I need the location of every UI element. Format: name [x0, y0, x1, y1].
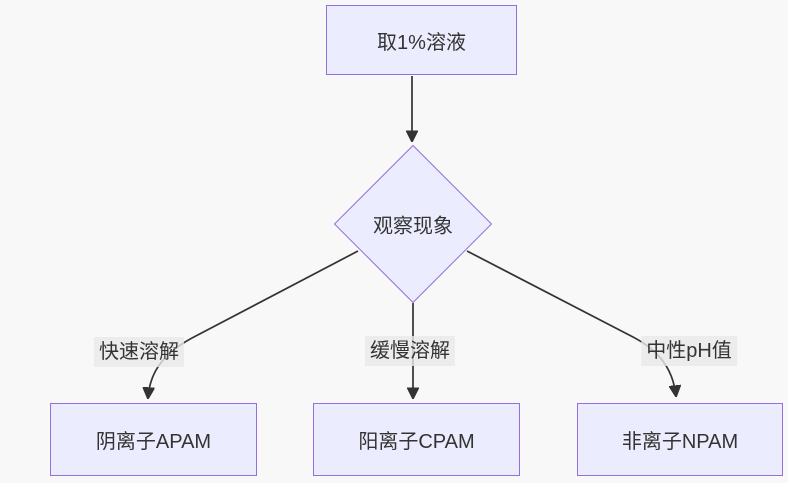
- node-decision: 观察现象: [333, 144, 493, 304]
- node-result-npam-label: 非离子NPAM: [621, 431, 739, 453]
- edge-label-neutral-ph: 中性pH值: [641, 336, 737, 366]
- node-result-cpam: 阳离子CPAM: [313, 403, 520, 476]
- edge-decision-to-result-a: [148, 250, 359, 398]
- edge-decision-to-result-c: [466, 250, 676, 396]
- node-start: 取1%溶液: [326, 5, 517, 75]
- node-start-label: 取1%溶液: [377, 31, 466, 54]
- node-result-npam: 非离子NPAM: [577, 403, 783, 476]
- edge-label-fast-dissolve: 快速溶解: [94, 337, 184, 367]
- node-result-apam: 阴离子APAM: [50, 403, 257, 476]
- node-result-cpam-label: 阳离子CPAM: [358, 431, 475, 453]
- node-result-apam-label: 阴离子APAM: [95, 431, 212, 453]
- node-decision-label: 观察现象: [373, 215, 453, 238]
- edge-label-slow-dissolve: 缓慢溶解: [365, 336, 455, 366]
